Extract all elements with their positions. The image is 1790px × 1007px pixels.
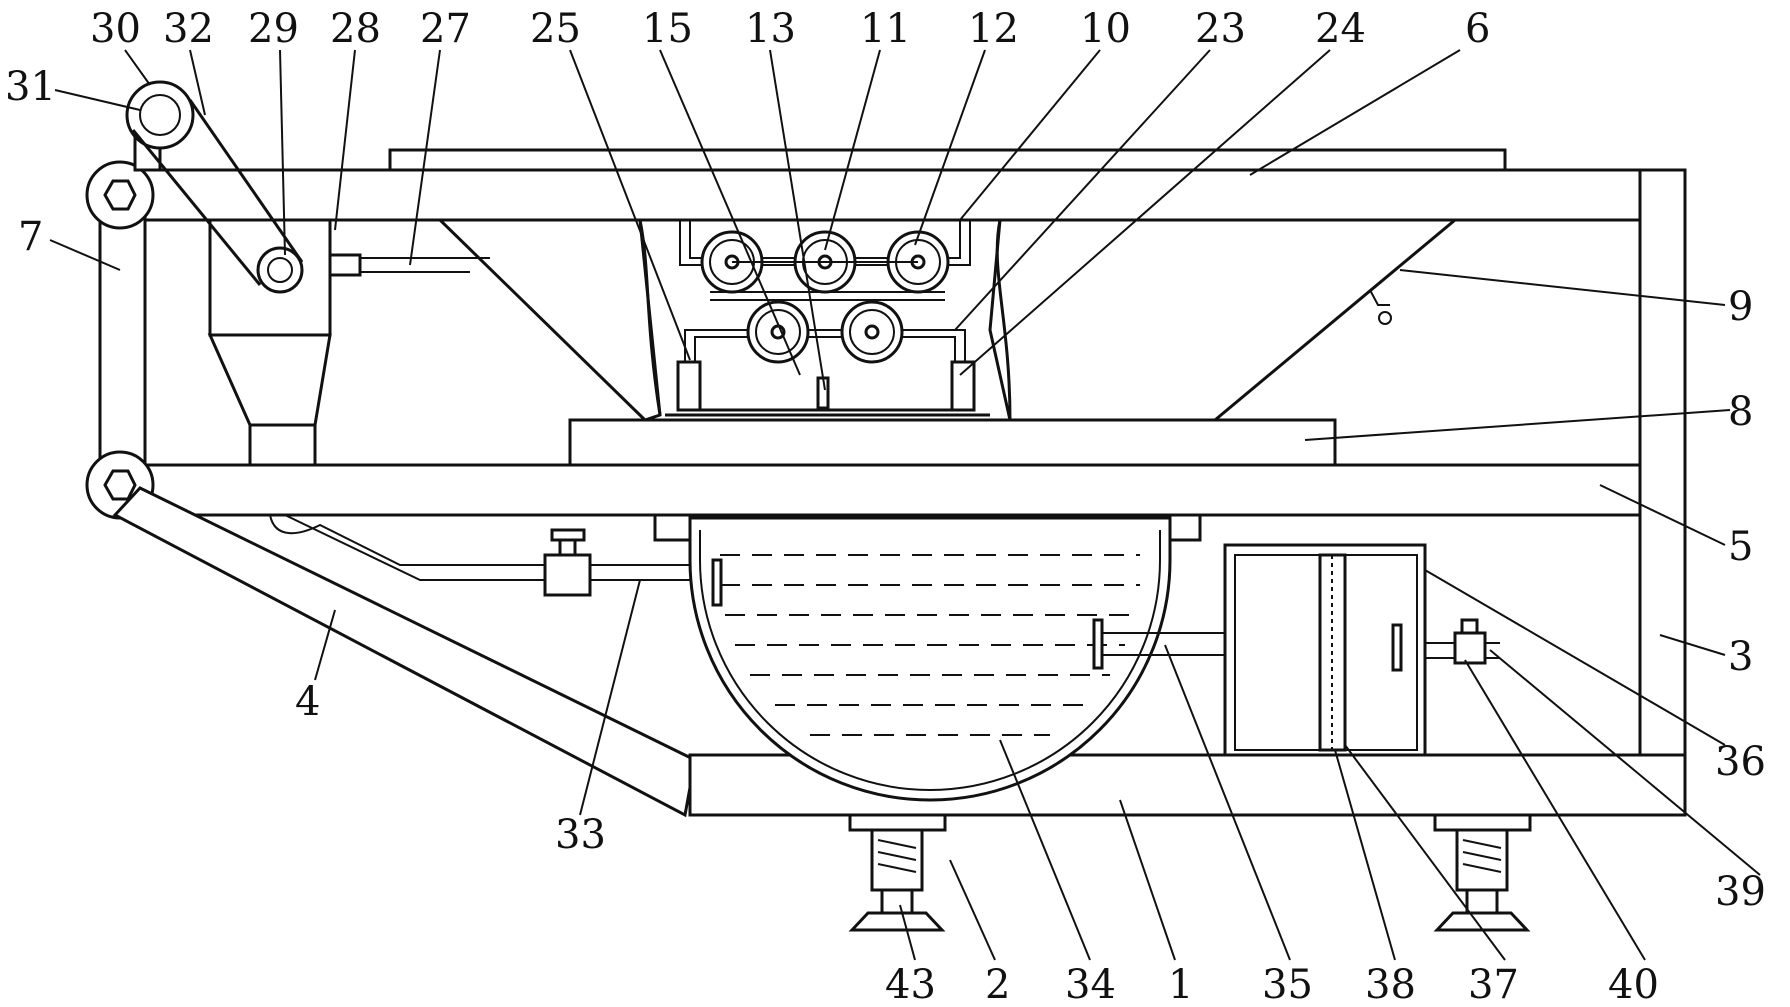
inlet-pipe (269, 514, 690, 597)
belt-drive (125, 80, 304, 294)
label-33: 33 (555, 812, 606, 858)
label-6: 6 (1465, 6, 1490, 52)
roller (840, 300, 904, 364)
label-43: 43 (885, 962, 936, 1007)
leader-lines (49, 49, 1761, 961)
label-39: 39 (1715, 869, 1766, 915)
foot-left (848, 813, 947, 932)
label-36: 36 (1715, 739, 1766, 785)
label-32: 32 (163, 6, 214, 52)
label-37: 37 (1468, 962, 1519, 1007)
hatched-walls (436, 218, 1460, 422)
outlet-pipe (1092, 618, 1225, 670)
label-15: 15 (642, 6, 693, 52)
label-31: 31 (5, 64, 56, 110)
label-25: 25 (530, 6, 581, 52)
label-8: 8 (1728, 389, 1753, 435)
part-labels: 31 30 32 29 28 27 25 15 13 11 12 10 23 2… (5, 6, 1766, 1007)
label-10: 10 (1080, 6, 1131, 52)
label-24: 24 (1315, 6, 1366, 52)
hook (1369, 289, 1392, 325)
label-38: 38 (1365, 962, 1416, 1007)
label-12: 12 (968, 6, 1019, 52)
right-frame (1638, 168, 1687, 797)
label-13: 13 (745, 6, 796, 52)
label-35: 35 (1262, 962, 1313, 1007)
foot-right (1433, 813, 1532, 932)
label-4: 4 (295, 679, 320, 725)
top-plate (113, 148, 1642, 222)
label-29: 29 (248, 6, 299, 52)
label-2: 2 (985, 962, 1010, 1007)
roller (746, 300, 810, 364)
label-7: 7 (18, 214, 43, 260)
label-27: 27 (420, 6, 471, 52)
tank (653, 513, 1202, 802)
left-post (85, 160, 155, 520)
mid-beam (138, 463, 1642, 517)
hopper (207, 218, 490, 467)
label-11: 11 (860, 6, 911, 52)
label-3: 3 (1728, 634, 1753, 680)
filter-box (1223, 543, 1500, 757)
label-30: 30 (90, 6, 141, 52)
label-9: 9 (1728, 284, 1753, 330)
label-34: 34 (1065, 962, 1116, 1007)
platform (568, 418, 1337, 467)
label-5: 5 (1728, 524, 1753, 570)
label-1: 1 (1168, 962, 1193, 1007)
roller-assembly (665, 220, 990, 417)
label-40: 40 (1608, 962, 1659, 1007)
label-23: 23 (1195, 6, 1246, 52)
label-28: 28 (330, 6, 381, 52)
diagonal-strut (112, 486, 697, 818)
